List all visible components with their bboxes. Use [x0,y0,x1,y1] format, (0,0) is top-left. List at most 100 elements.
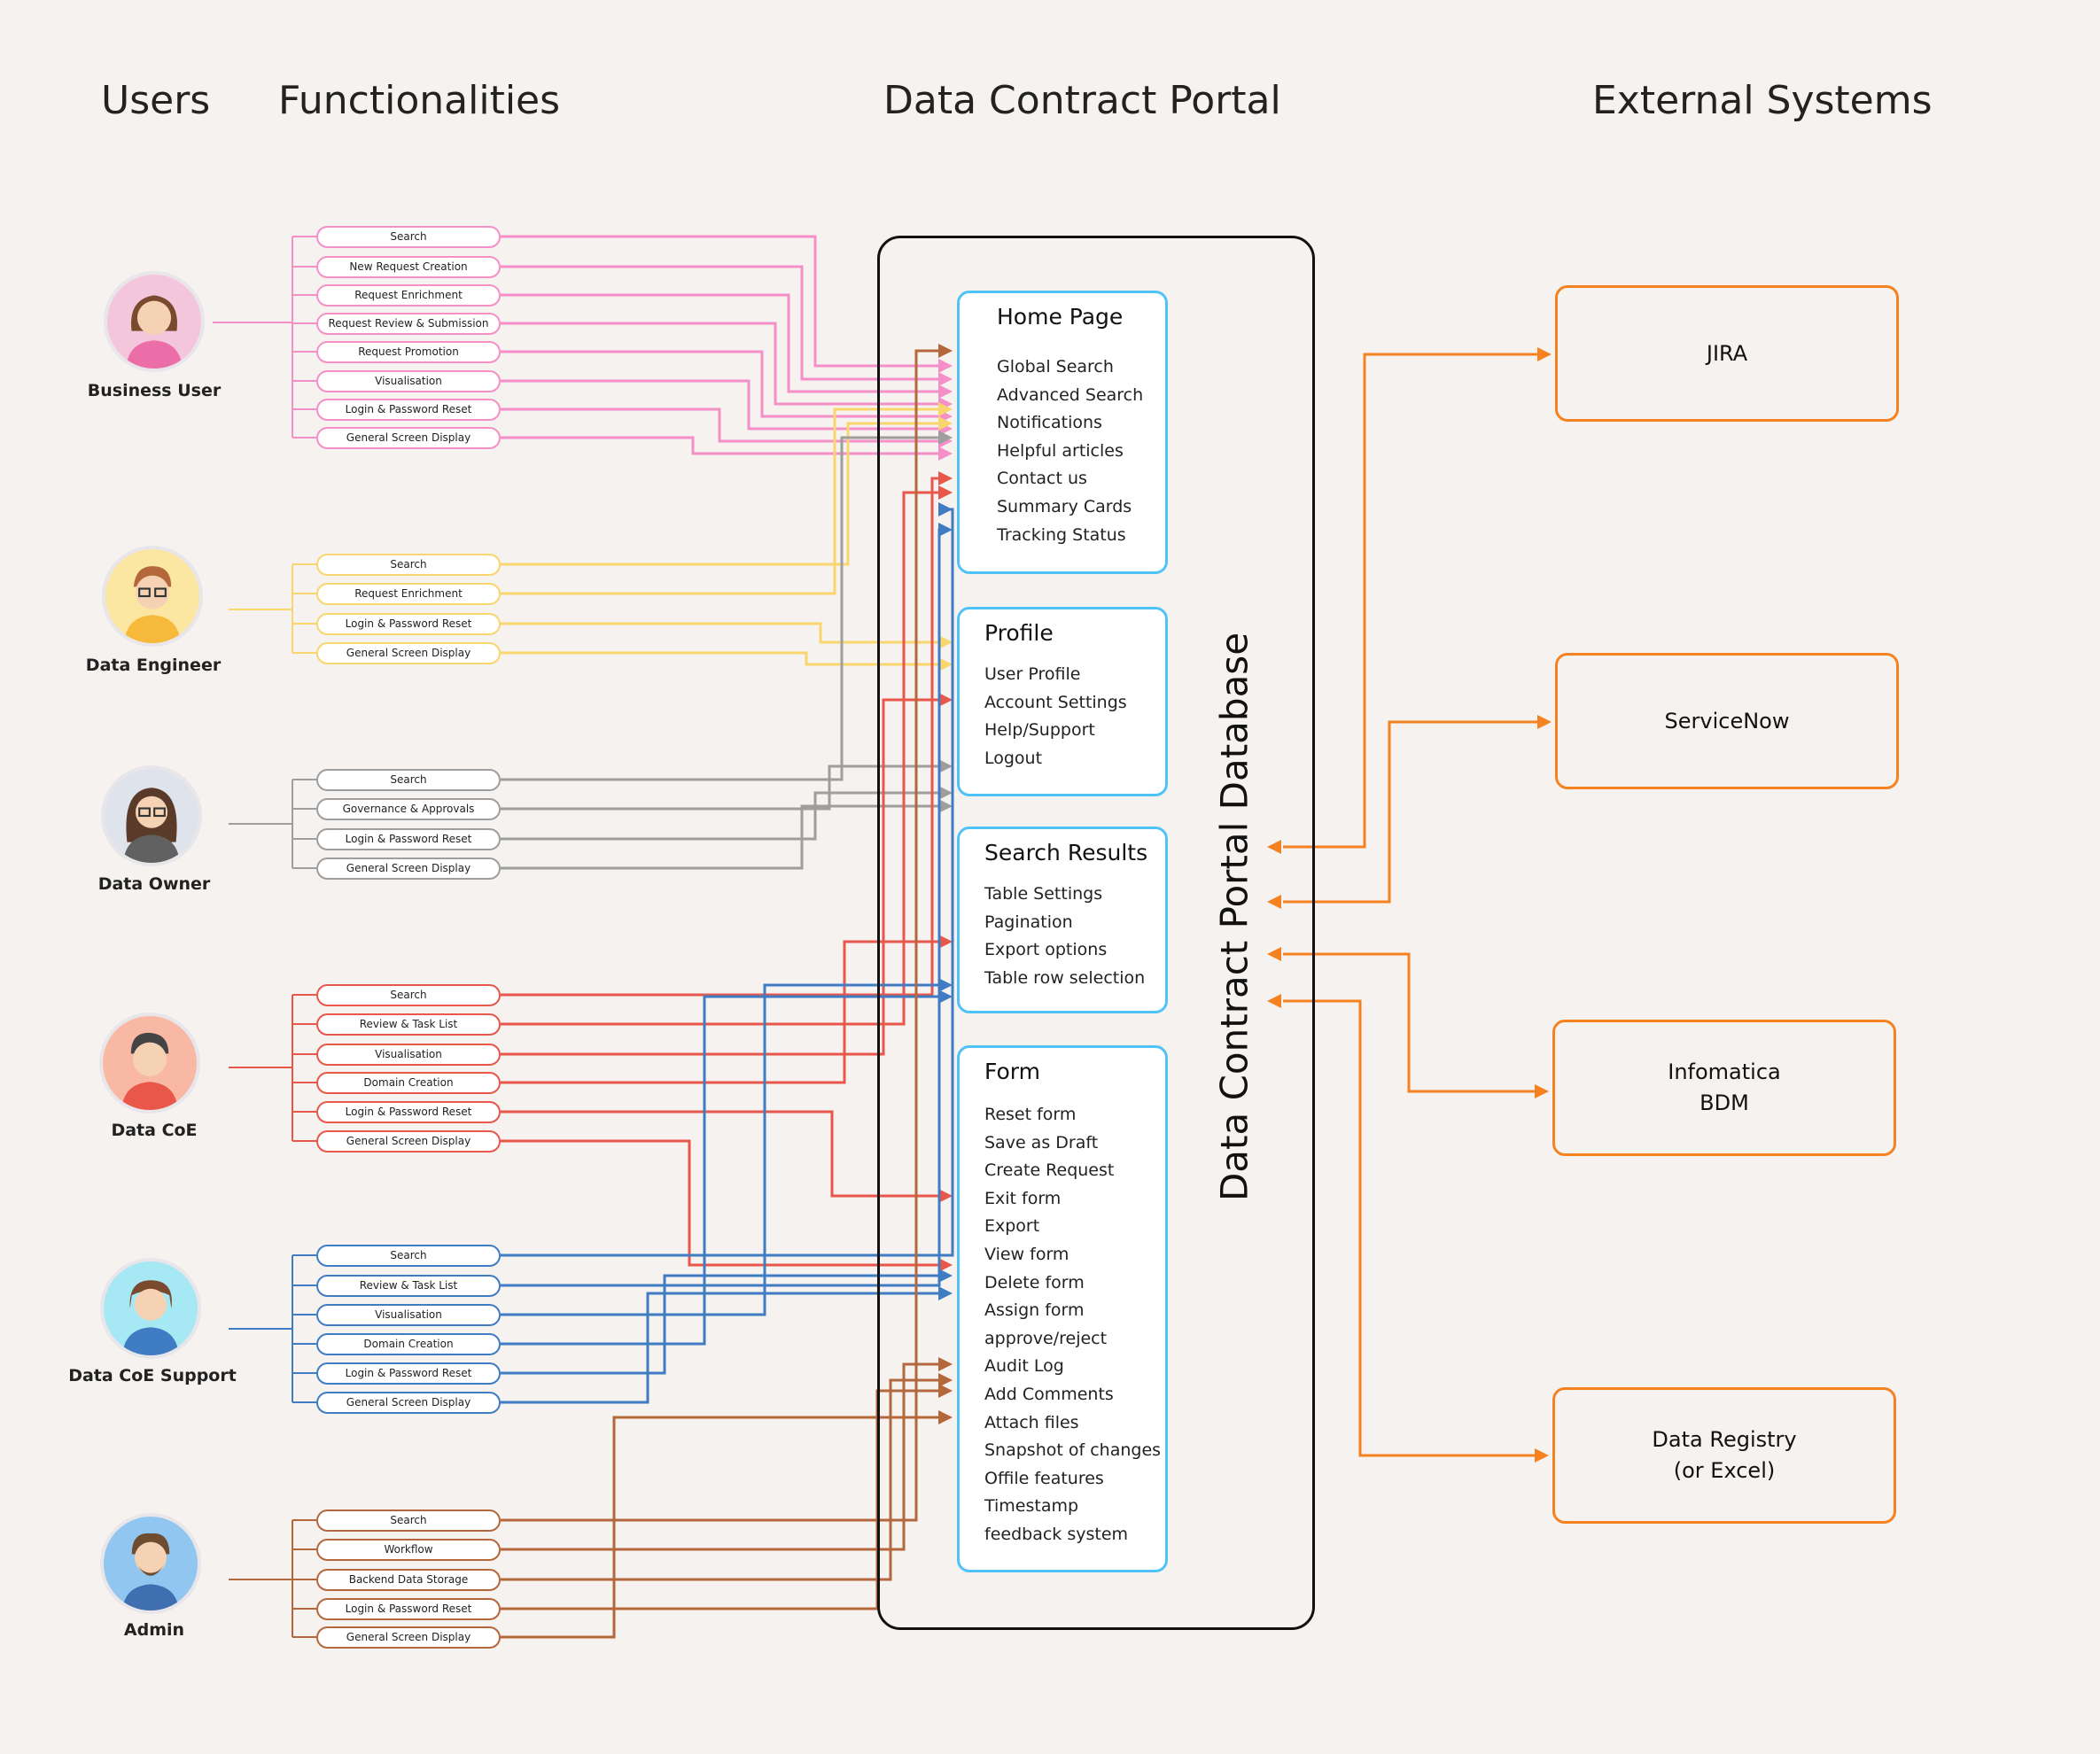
functionality-pill: Visualisation [316,1304,501,1326]
database-arrow [1267,947,1281,961]
card-title: Form [984,1059,1040,1084]
functionality-pill: Login & Password Reset [316,1362,501,1385]
profile-card: Profile User Profile Account Settings He… [957,607,1168,796]
flow-line [501,698,942,1056]
flow-arrow [938,1189,953,1203]
flow-arrow [938,384,953,399]
functionality-pill: Review & Task List [316,1013,501,1036]
flow-line [501,651,942,666]
external-connector [1283,353,1540,849]
card-item: Create Request [984,1160,1115,1181]
card-item: Global Search [997,357,1114,376]
functionality-pill: Login & Password Reset [316,828,501,850]
flow-arrow [938,431,953,445]
flow-line [501,1378,942,1581]
data-coe-support-avatar-icon [100,1258,201,1359]
search-results-card: Search Results Table Settings Pagination… [957,827,1168,1013]
card-item: Exit form [984,1188,1062,1208]
flow-arrow [938,1286,953,1300]
external-connector [1283,999,1537,1457]
card-item: Assign form [984,1300,1085,1321]
portal-heading: Data Contract Portal [883,78,1281,123]
flow-arrow [938,1258,953,1272]
flow-line [501,622,942,644]
functionality-pill: Governance & Approvals [316,798,501,820]
admin-avatar-icon [100,1513,201,1614]
flow-arrow [938,471,953,485]
card-item: Advanced Search [997,384,1144,405]
flow-line [501,1389,942,1610]
business-user-avatar-icon [104,271,205,372]
home-page-card: Home Page Global Search Advanced Search … [957,291,1168,574]
card-item: Summary Cards [997,496,1132,516]
card-title: Search Results [984,840,1148,865]
card-item: User Profile [984,664,1081,684]
flow-line [501,407,942,595]
external-arrow [1535,1448,1549,1463]
flow-arrow [938,935,953,949]
functionality-pill: Visualisation [316,370,501,392]
external-connector [1283,720,1540,904]
external-arrow [1537,715,1552,729]
functionality-pill: Login & Password Reset [316,1598,501,1620]
user-label: Data Owner [97,874,211,894]
card-item: Notifications [997,413,1102,433]
functionality-pill: Login & Password Reset [316,1101,501,1123]
card-item: Helpful articles [997,440,1124,461]
card-item: Save as Draft [984,1132,1099,1153]
flow-arrow [938,502,953,516]
flow-arrow [938,523,953,537]
card-item: Contact us [997,469,1087,489]
flow-arrow [938,485,953,500]
flow-line [501,293,942,393]
functionality-pill: General Screen Display [316,427,501,449]
card-item: Help/Support [984,720,1095,741]
functionality-pill: Request Promotion [316,341,501,363]
card-item: Reset form [984,1105,1077,1124]
flow-line [501,1110,942,1198]
flow-line [501,940,942,1084]
card-item: Export [984,1216,1040,1237]
functionality-pill: Request Enrichment [316,583,501,605]
flow-line [501,1292,942,1404]
flow-arrow [938,1410,953,1424]
flow-line [501,1274,942,1375]
functionalities-heading: Functionalities [278,78,561,123]
flow-arrow [938,372,953,386]
flow-line [501,995,942,1346]
flow-arrow [938,635,953,649]
external-connector [1283,952,1537,1093]
flow-line [501,407,942,443]
card-title: Profile [984,620,1054,646]
card-item: Logout [984,748,1043,768]
flow-line [501,436,942,781]
flow-arrow [938,1357,953,1371]
functionality-pill: General Screen Display [316,642,501,664]
flow-line [501,422,942,566]
flow-line [501,1362,942,1551]
flow-line [501,1139,942,1267]
flow-line [501,491,942,1026]
card-item: feedback system [984,1524,1129,1544]
flow-arrow [938,978,953,992]
functionality-pill: New Request Creation [316,256,501,278]
card-item: Tracking Status [997,524,1126,545]
card-item: Offile features [984,1468,1104,1488]
functionality-pill: Backend Data Storage [316,1569,501,1591]
card-item: Export options [984,940,1108,960]
flow-arrow [938,359,953,373]
flow-line [501,1416,942,1639]
functionality-pill: Domain Creation [316,1333,501,1355]
flow-line [501,350,942,418]
flow-line [501,436,942,455]
flow-arrow [938,786,953,800]
functionality-pill: Search [316,226,501,248]
card-item: Audit Log [984,1356,1064,1377]
card-item: Add Comments [984,1384,1114,1404]
user-label: Data Engineer [85,656,222,675]
flow-line [501,804,942,870]
functionality-pill: Visualisation [316,1044,501,1066]
external-system-jira: JIRA [1555,285,1899,422]
flow-arrow [938,1373,953,1387]
